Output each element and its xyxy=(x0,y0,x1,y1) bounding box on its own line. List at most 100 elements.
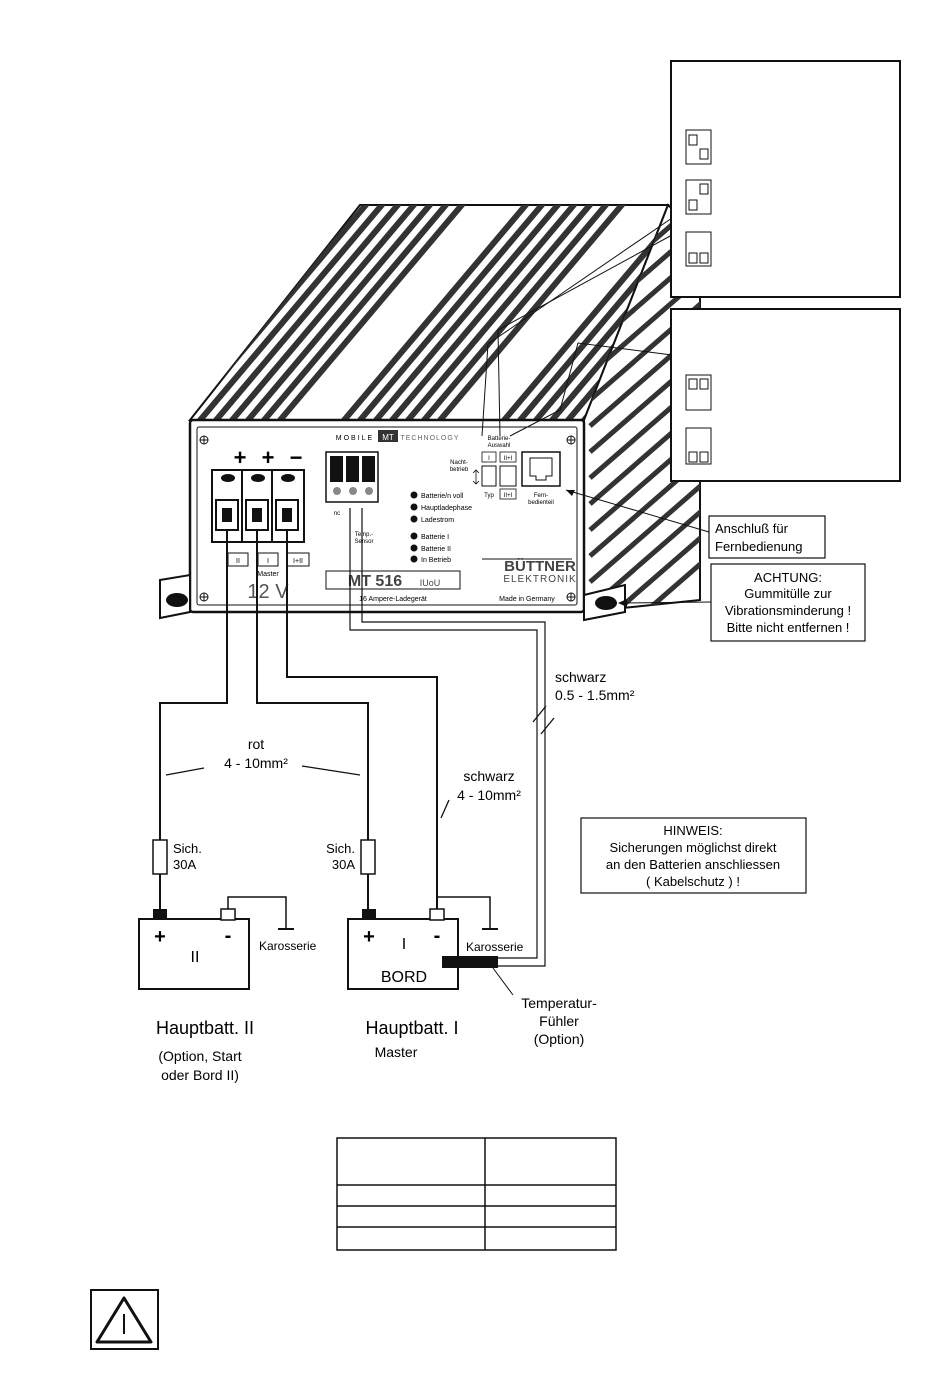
led-label-operation: In Betrieb xyxy=(421,557,451,564)
sensor-wire xyxy=(349,508,546,967)
battery-ii-plus: + xyxy=(154,926,166,948)
battery-i-name: I xyxy=(402,936,406,953)
voltage-label: 12 V xyxy=(247,581,289,603)
fuse-1: Sich. 30A xyxy=(152,839,202,875)
brand-technology: TECHNOLOGY xyxy=(400,435,459,442)
fuse-1-label-1: Sich. xyxy=(173,841,202,856)
led-label-full: Batterie/n voll xyxy=(421,493,464,500)
red-wire-gauge: 4 - 10mm² xyxy=(224,755,288,771)
led-label-current: Ladestrom xyxy=(421,517,454,524)
warning-callout: ACHTUNG: Gummitülle zur Vibrationsminder… xyxy=(618,563,866,642)
fin-stripe xyxy=(588,480,700,584)
battery-i: + - I BORD Karosserie Hauptbatt. I Maste… xyxy=(347,896,524,1060)
model-subtitle: 16 Ampere-Ladegerät xyxy=(359,596,427,603)
battery-ii-sub-1: (Option, Start xyxy=(158,1048,241,1064)
grommet-right-icon xyxy=(595,596,617,610)
fuse-1-label-2: 30A xyxy=(173,857,196,872)
manufacturer-line-1: BÜTTNER xyxy=(504,558,576,575)
master-label: Master xyxy=(257,571,279,578)
black-sensor-wire-gauge: 0.5 - 1.5mm² xyxy=(555,687,635,703)
fin-stripe xyxy=(241,205,437,420)
temp-sensor-label-1: Temp.- xyxy=(355,532,373,538)
screw-icon xyxy=(199,435,576,602)
fin-stripe xyxy=(513,205,668,420)
temp-sensor-caption-2: Fühler xyxy=(539,1013,579,1029)
night-mode-label-1: Nacht- xyxy=(450,460,468,466)
terminal-label-i-ii: I+II xyxy=(293,558,303,565)
temp-sensor-caption-3: (Option) xyxy=(534,1031,585,1047)
signal-connector: nc Temp.- Sensor xyxy=(325,451,379,545)
hint-line-3: an den Batterien anschliessen xyxy=(606,857,780,872)
fin-stripe xyxy=(369,205,565,420)
manufacturer-line-2: ELEKTRONIK xyxy=(503,574,576,585)
temperature-sensor-icon xyxy=(442,956,498,968)
black-main-wire-gauge: 4 - 10mm² xyxy=(457,787,521,803)
battery-ii-caption: Hauptbatt. II xyxy=(156,1018,254,1038)
fin-stripe xyxy=(588,532,700,612)
battery-i-caption: Hauptbatt. I xyxy=(365,1018,458,1038)
fin-stripe xyxy=(257,205,453,420)
nc-label: nc xyxy=(334,511,340,517)
type-label: Typ xyxy=(484,493,494,499)
led-indicators: Batterie/n voll Hauptladephase Ladestrom… xyxy=(410,491,472,564)
battery-ii-sub-2: oder Bord II) xyxy=(161,1067,239,1083)
red-wire-label: rot xyxy=(248,736,264,752)
black-sensor-wire-label: schwarz xyxy=(555,669,606,685)
warning-line-4: Bitte nicht entfernen ! xyxy=(727,620,850,635)
remote-callout-line-2: Fernbedienung xyxy=(715,539,802,554)
terminal-sign-1: + xyxy=(234,445,247,470)
hint-callout: HINWEIS: Sicherungen möglichst direkt an… xyxy=(580,817,807,894)
led-label-batt-i: Batterie I xyxy=(421,534,449,541)
battery-ii: + - II Karosserie Hauptbatt. II (Option,… xyxy=(138,896,317,1083)
fin-stripe xyxy=(417,205,613,420)
brand-mobile: MOBILE xyxy=(336,435,374,442)
hint-line-1: HINWEIS: xyxy=(663,823,722,838)
battery-select-label-1: Batterie- xyxy=(488,436,511,442)
battery-select-label-2: Auswahl xyxy=(488,443,511,449)
battery-i-ground: Karosserie xyxy=(466,940,524,954)
temp-sensor-label-2: Sensor xyxy=(354,539,373,545)
fin-stripe xyxy=(353,205,549,420)
remote-socket: Fern- bedienteil xyxy=(521,451,561,506)
dip-switch-area: Batterie- Auswahl I II+I Nacht- betrieb … xyxy=(450,436,517,500)
hint-line-4: ( Kabelschutz ) ! xyxy=(646,874,740,889)
battery-ii-minus: - xyxy=(225,925,232,947)
type-switch-label: II+I xyxy=(504,493,513,499)
remote-label-2: bedienteil xyxy=(528,500,554,506)
switch-label-ii-i: II+I xyxy=(504,456,513,462)
fin-stripe xyxy=(273,205,469,420)
warning-line-3: Vibrationsminderung ! xyxy=(725,603,851,618)
switch-setting-box-2 xyxy=(670,308,901,482)
fin-stripe xyxy=(209,205,405,420)
battery-i-name-2: BORD xyxy=(381,969,427,986)
model-suffix: IUoU xyxy=(420,578,441,588)
terminal-label-i: I xyxy=(267,558,269,565)
temp-sensor-caption-1: Temperatur- xyxy=(521,995,597,1011)
remote-callout-line-1: Anschluß für xyxy=(715,521,789,536)
warning-line-1: ACHTUNG: xyxy=(754,570,822,585)
terminal-sign-3: − xyxy=(290,445,303,470)
fin-stripe xyxy=(337,205,533,420)
made-in-label: Made in Germany xyxy=(499,596,555,603)
empty-table xyxy=(336,1137,617,1251)
black-main-wire-label: schwarz xyxy=(463,768,514,784)
battery-i-sub-1: Master xyxy=(375,1044,418,1060)
hint-line-2: Sicherungen möglichst direkt xyxy=(610,840,777,855)
fin-stripe xyxy=(401,205,597,420)
led-label-batt-ii: Batterie II xyxy=(421,546,451,553)
model-name: MT 516 xyxy=(348,573,402,590)
warning-line-2: Gummitülle zur xyxy=(744,586,832,601)
battery-i-plus: + xyxy=(363,926,375,948)
battery-ii-ground: Karosserie xyxy=(259,939,317,953)
remote-label-1: Fern- xyxy=(534,493,548,499)
switch-label-i: I xyxy=(488,456,490,462)
terminal-label-ii: II xyxy=(236,558,240,565)
fuse-2-label-2: 30A xyxy=(332,857,355,872)
warning-triangle-icon xyxy=(90,1289,159,1350)
fuse-2: Sich. 30A xyxy=(326,839,376,875)
night-mode-label-2: betrieb xyxy=(450,467,469,473)
brand-logo: MT xyxy=(382,433,394,442)
battery-ii-name: II xyxy=(191,949,200,966)
led-label-main-phase: Hauptladephase xyxy=(421,505,472,512)
